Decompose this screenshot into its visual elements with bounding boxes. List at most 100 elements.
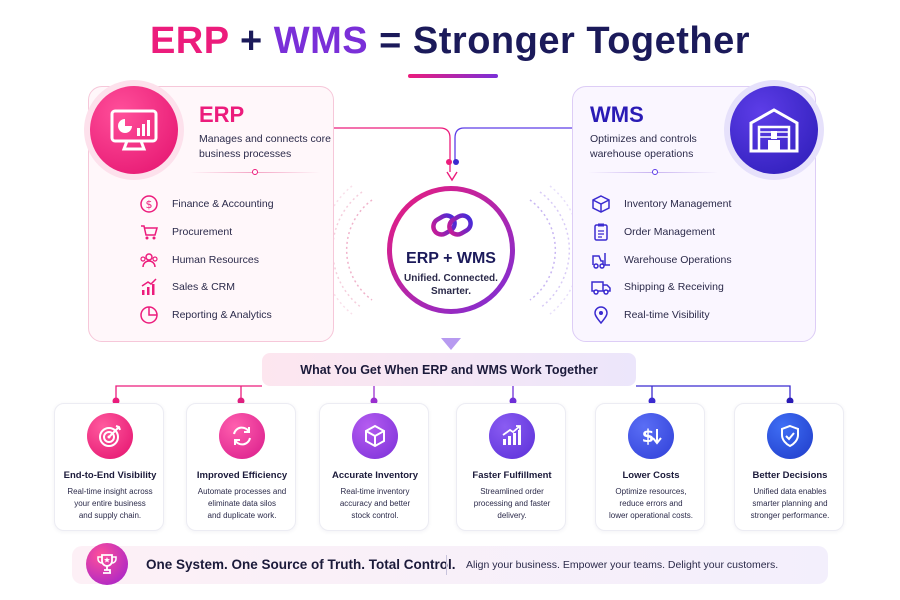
hub-title: ERP + WMS: [406, 250, 496, 267]
page-title: ERP + WMS = Stronger Together: [0, 20, 900, 63]
footer-divider: [446, 555, 447, 575]
refresh-icon: [219, 413, 265, 459]
benefit-line: Streamlined order: [480, 487, 544, 496]
svg-text:$: $: [146, 198, 153, 211]
benefit-line: reduce errors and: [619, 499, 683, 508]
benefit-line: and duplicate work.: [207, 511, 277, 520]
erp-feature-procurement: Procurement: [138, 222, 232, 242]
benefit-line: Optimize resources,: [615, 487, 687, 496]
title-wms: WMS: [273, 20, 369, 62]
title-underline: [408, 74, 498, 78]
wms-feature-visibility: Real-time Visibility: [590, 305, 710, 325]
erp-feature-hr: Human Resources: [138, 250, 259, 270]
benefit-line: Automate processes and: [197, 487, 287, 496]
pie-chart-icon: [138, 305, 160, 325]
wms-feature-label: Order Management: [624, 226, 716, 238]
wms-feature-label: Inventory Management: [624, 198, 732, 210]
svg-text:$: $: [642, 426, 655, 447]
footer-bar: [72, 546, 828, 584]
title-equals: =: [379, 20, 402, 62]
wms-description: Optimizes and controls warehouse operati…: [590, 133, 697, 160]
clipboard-icon: [590, 222, 612, 242]
wms-heading: WMS: [590, 102, 644, 127]
benefit-title: Faster Fulfillment: [472, 470, 552, 481]
benefit-line: smarter planning and: [752, 499, 828, 508]
hub-subtitle-line1: Unified. Connected.: [404, 273, 498, 284]
benefit-line: eliminate data silos: [207, 499, 277, 508]
erp-feature-label: Sales & CRM: [172, 281, 236, 293]
erp-feature-finance: $ Finance & Accounting: [138, 194, 274, 214]
truck-icon: [590, 277, 612, 297]
erp-feature-label: Finance & Accounting: [172, 198, 274, 210]
wms-feature-shipping: Shipping & Receiving: [590, 277, 724, 297]
erp-feature-label: Human Resources: [172, 254, 259, 266]
benefit-line: Unified data enables: [753, 487, 827, 496]
benefit-description: Streamlined order processing and faster …: [462, 486, 562, 522]
wms-feature-orders: Order Management: [590, 222, 715, 242]
chain-link-icon: [430, 208, 474, 247]
wms-feature-label: Real-time Visibility: [624, 309, 710, 321]
shield-check-icon: [767, 413, 813, 459]
benefit-card-visibility: End-to-End Visibility Real-time insight …: [54, 403, 164, 531]
benefit-line: Real-time insight across: [67, 487, 153, 496]
hub-inner: [392, 191, 510, 309]
hub-subtitle-line2: Smarter.: [430, 286, 472, 297]
title-plus: +: [239, 20, 263, 62]
erp-feature-reporting: Reporting & Analytics: [138, 305, 272, 325]
benefit-description: Automate processes and eliminate data si…: [192, 486, 292, 522]
people-icon: [138, 250, 160, 270]
benefit-description: Real-time inventory accuracy and better …: [325, 486, 425, 522]
benefit-card-costs: $ Lower Costs Optimize resources, reduce…: [595, 403, 705, 531]
benefit-title: Accurate Inventory: [331, 470, 419, 481]
benefit-title: Lower Costs: [622, 470, 680, 481]
growth-chart-icon: [138, 277, 160, 297]
wms-feature-label: Shipping & Receiving: [624, 281, 724, 293]
dollar-icon: $: [138, 194, 160, 214]
location-pin-icon: [590, 305, 612, 325]
hub-subtitle: Unified. Connected. Smarter.: [387, 272, 515, 298]
box-icon: [590, 194, 612, 214]
benefit-line: Real-time inventory: [340, 487, 410, 496]
wms-feature-label: Warehouse Operations: [624, 254, 732, 266]
benefit-description: Real-time insight across your entire bus…: [60, 486, 160, 522]
erp-description: Manages and connects core business proce…: [199, 133, 331, 160]
benefits-banner: What You Get When ERP and WMS Work Toget…: [262, 353, 636, 386]
benefit-card-inventory: Accurate Inventory Real-time inventory a…: [319, 403, 429, 531]
benefit-title: Better Decisions: [752, 470, 828, 481]
wms-feature-inventory: Inventory Management: [590, 194, 731, 214]
benefit-card-decisions: Better Decisions Unified data enables sm…: [734, 403, 844, 531]
monitor-chart-icon: [90, 86, 178, 174]
benefit-line: your entire business: [74, 499, 146, 508]
footer-tagline: One System. One Source of Truth. Total C…: [146, 557, 456, 572]
benefit-line: and supply chain.: [78, 511, 142, 520]
title-rest: Stronger Together: [412, 20, 751, 62]
benefit-line: processing and faster: [473, 499, 551, 508]
forklift-icon: [590, 250, 612, 270]
trophy-icon: [86, 543, 128, 585]
erp-divider-dot: [252, 169, 258, 175]
benefit-card-efficiency: Improved Efficiency Automate processes a…: [186, 403, 296, 531]
benefit-description: Optimize resources, reduce errors and lo…: [601, 486, 701, 522]
erp-feature-label: Procurement: [172, 226, 233, 238]
target-icon: [87, 413, 133, 459]
bar-growth-icon: [489, 413, 535, 459]
box-icon: [352, 413, 398, 459]
erp-feature-label: Reporting & Analytics: [172, 309, 272, 321]
benefit-description: Unified data enables smarter planning an…: [740, 486, 840, 522]
wms-divider-dot: [652, 169, 658, 175]
benefit-line: stronger performance.: [750, 511, 830, 520]
cart-icon: [138, 222, 160, 242]
erp-heading: ERP: [199, 102, 245, 127]
benefit-card-fulfillment: Faster Fulfillment Streamlined order pro…: [456, 403, 566, 531]
benefit-title: Improved Efficiency: [196, 470, 288, 481]
benefit-line: lower operational costs.: [608, 511, 694, 520]
benefit-title: End-to-End Visibility: [63, 470, 157, 481]
erp-feature-sales: Sales & CRM: [138, 277, 235, 297]
benefit-line: accuracy and better: [339, 499, 411, 508]
warehouse-icon: [730, 86, 818, 174]
dollar-down-icon: $: [628, 413, 674, 459]
benefit-line: delivery.: [497, 511, 527, 520]
footer-subtext: Align your business. Empower your teams.…: [466, 559, 779, 571]
wms-feature-operations: Warehouse Operations: [590, 250, 732, 270]
